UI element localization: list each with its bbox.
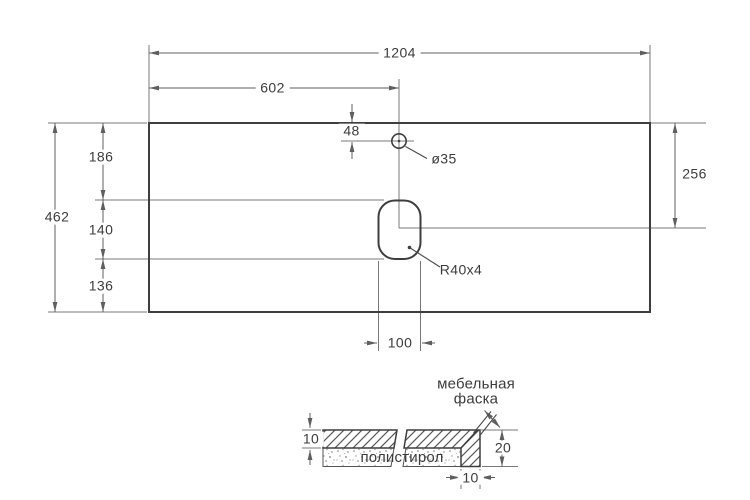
dim-100: 100 <box>382 335 418 351</box>
radius-leader <box>409 247 441 268</box>
chamfer-label-line1: мебельная <box>437 374 515 392</box>
center-lines <box>341 79 706 229</box>
countertop-outline <box>148 122 651 313</box>
section-view <box>322 411 497 468</box>
filler-material-label: полистирол <box>360 448 444 466</box>
dim-256: 256 <box>682 165 707 182</box>
hole-diameter-leader <box>405 146 428 159</box>
faucet-hole-center-dot <box>397 139 401 143</box>
dim-section-20: 20 <box>489 440 517 455</box>
dim-1204: 1204 <box>378 45 421 61</box>
dim-140: 140 <box>83 222 119 238</box>
miter-joint-line <box>460 429 479 449</box>
board-section-left <box>322 429 398 449</box>
extension-lines <box>48 45 706 489</box>
dim-462: 462 <box>39 209 75 225</box>
dim-602: 602 <box>255 80 290 96</box>
chamfer-tick-lines <box>473 411 497 437</box>
chamfer-label-line2: фаска <box>453 390 499 408</box>
sink-cutout <box>377 199 422 260</box>
hole-diameter-label: ø35 <box>431 150 457 167</box>
dim-section-10-left: 10 <box>297 431 325 447</box>
cutout-radius-label: R40x4 <box>439 261 483 278</box>
chamfer-label: мебельная фаска <box>437 374 515 408</box>
faucet-hole <box>390 133 407 150</box>
dim-section-10-bottom: 10 <box>457 470 484 485</box>
board-section-right-with-edge <box>403 429 481 468</box>
plan-view <box>148 122 651 313</box>
dim-48: 48 <box>338 123 365 139</box>
dim-136: 136 <box>83 278 119 294</box>
dim-186: 186 <box>83 149 119 165</box>
